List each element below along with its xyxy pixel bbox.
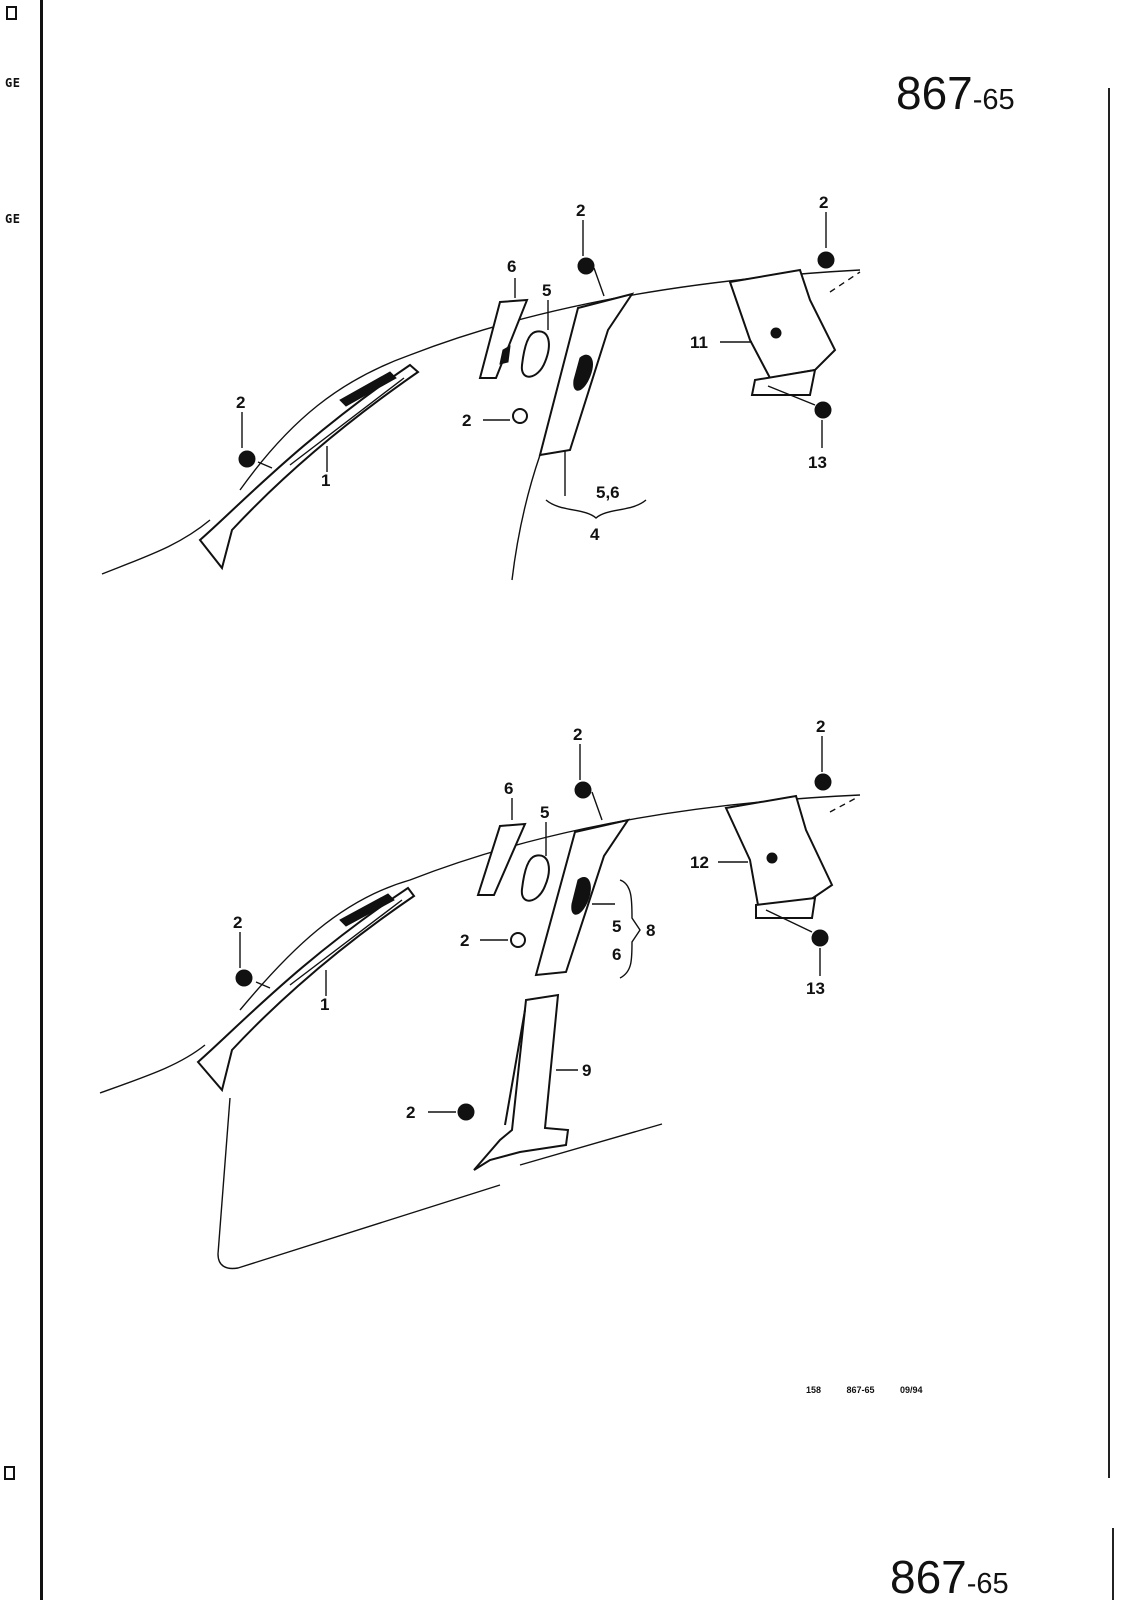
part-1-a-pillar-trim [198, 363, 420, 571]
side-label-2: GE [5, 212, 21, 226]
side-label-1: GE [5, 76, 21, 90]
callout-2-bottom-d: 2 [460, 931, 469, 950]
clip-2-b-mid-bottom [510, 932, 526, 948]
callout-1-bottom: 1 [320, 995, 329, 1014]
diagram-bottom: 2 1 2 6 5 2 12 2 5 6 8 13 9 2 [99, 717, 861, 1270]
clip-2-a-pillar [238, 450, 256, 468]
clip-2-a-pillar-bottom [235, 969, 253, 987]
page-number-bottom: 867-65 [890, 1550, 1009, 1604]
clip-2-c-top [817, 251, 835, 269]
clip-2-c-top-bottom [814, 773, 832, 791]
part-5-grille-bottom [520, 854, 550, 902]
callout-5-6-top: 5,6 [596, 483, 620, 502]
clip-2-b-top-bottom [574, 781, 592, 799]
page-number-suffix-bottom: -65 [966, 1568, 1009, 1600]
part-6-strip-bottom [476, 822, 527, 896]
clip-2-b-lower [457, 1103, 475, 1121]
callout-2-bottom-b: 2 [573, 725, 582, 744]
page-number-main: 867 [896, 67, 973, 119]
brace-8-bottom [619, 879, 641, 979]
callout-13-top: 13 [808, 453, 827, 472]
callout-4: 4 [590, 525, 600, 544]
callout-5-top: 5 [542, 281, 551, 300]
callout-5-bottom-b: 5 [612, 917, 621, 936]
leader-lines-bottom [239, 736, 823, 1113]
callout-8: 8 [646, 921, 655, 940]
left-margin-rule [40, 0, 43, 1600]
right-margin-rule [1108, 88, 1110, 1478]
callout-2-top-c: 2 [819, 193, 828, 212]
roof-outline-bottom [99, 794, 861, 1094]
callout-2-top-b: 2 [576, 201, 585, 220]
callout-2-bottom-a: 2 [233, 913, 242, 932]
clip-2-b-mid [512, 408, 528, 424]
roof-dash-top [829, 271, 861, 293]
callout-5-bottom-a: 5 [540, 803, 549, 822]
corner-mark-top [6, 6, 17, 20]
part-1-inner-line [289, 377, 405, 466]
part-6-strip [478, 298, 529, 379]
diagram-top: 2 1 2 6 5 2 11 2 13 5,6 4 [101, 193, 861, 581]
part-9-seal [504, 1009, 526, 1126]
part-8-vent [571, 877, 591, 915]
callout-11: 11 [690, 333, 708, 352]
page-number-main-bottom: 867 [890, 1551, 967, 1603]
brace-4-top [545, 499, 647, 519]
leader-lines-top [241, 212, 827, 496]
part-6-slot [499, 345, 511, 365]
nut-13 [814, 401, 832, 419]
corner-mark-bottom [4, 1466, 15, 1480]
part-5-grille [520, 330, 550, 378]
nut-13-bottom [811, 929, 829, 947]
callout-2-top-a: 2 [236, 393, 245, 412]
page-number-suffix: -65 [972, 84, 1015, 116]
right-margin-rule-lower [1112, 1528, 1114, 1600]
callout-6-bottom-b: 6 [612, 945, 621, 964]
part-9-b-pillar-lower [473, 993, 570, 1171]
callout-1-top: 1 [321, 471, 330, 490]
callout-2-top-d: 2 [462, 411, 471, 430]
part-11-c-pillar-trim [728, 268, 837, 380]
roof-outline-top [101, 269, 861, 575]
roof-dash-bottom [829, 796, 859, 813]
callout-2-bottom-e: 2 [406, 1103, 415, 1122]
part-1-inner-line-bottom [289, 899, 403, 986]
part-1-a-pillar-trim-bottom [196, 886, 416, 1093]
part-12-c-pillar-trim [724, 794, 834, 907]
callout-12: 12 [690, 853, 709, 872]
callout-13-bottom: 13 [806, 979, 825, 998]
part-11-bracket [750, 368, 817, 396]
footer-code: 158 867-65 09/94 [806, 1385, 923, 1395]
door-frame-bottom [217, 1097, 663, 1270]
door-edge-top [511, 454, 541, 581]
callout-2-bottom-c: 2 [816, 717, 825, 736]
part-1-seal-strip-bottom [339, 893, 395, 927]
callout-6-top: 6 [507, 257, 516, 276]
clip-2-b-top [577, 257, 595, 275]
part-11-hole [770, 327, 782, 339]
callout-9: 9 [582, 1061, 591, 1080]
page-number-top: 867-65 [896, 66, 1015, 120]
part-1-seal-strip [339, 371, 397, 407]
part-12-hole [766, 852, 778, 864]
part-4-vent [573, 354, 593, 391]
callout-6-bottom-a: 6 [504, 779, 513, 798]
